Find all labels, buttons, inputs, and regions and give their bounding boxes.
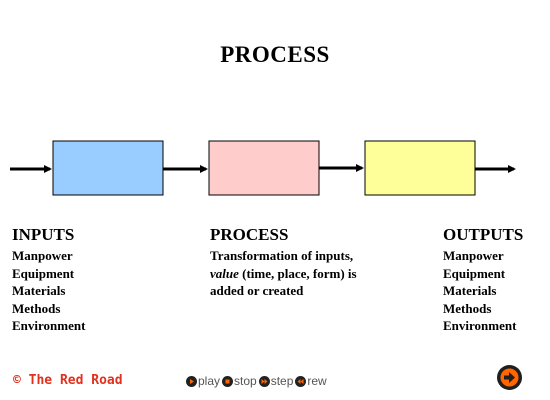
process-flow-diagram — [10, 140, 516, 196]
stop-icon — [222, 375, 234, 387]
slide-title: PROCESS — [220, 42, 330, 67]
play-button[interactable]: play — [186, 374, 220, 388]
process-description: Transformation of inputs, value (time, p… — [210, 247, 360, 300]
process-description-emphasis: value — [210, 265, 239, 281]
outputs-list: Manpower Equipment Materials Methods Env… — [443, 247, 516, 335]
stop-label: stop — [234, 374, 257, 388]
step-label: step — [270, 374, 294, 388]
outputs-item: Environment — [443, 318, 517, 334]
inputs-item: Environment — [12, 318, 86, 334]
rewind-label: rew — [307, 374, 327, 388]
process-description-text: (time, place, form) is added or created — [210, 265, 357, 299]
process-description-text: Transformation of inputs, — [210, 248, 354, 263]
inputs-heading: INPUTS — [12, 225, 75, 244]
brand-copyright: © The Red Road — [13, 373, 123, 388]
step-icon — [258, 375, 270, 387]
inputs-item: Manpower — [12, 248, 73, 263]
outputs-item: Equipment — [443, 265, 506, 281]
outputs-item: Materials — [443, 283, 497, 299]
play-label: play — [198, 374, 221, 388]
process-box — [208, 140, 320, 196]
arrow-right-icon — [500, 368, 519, 387]
output-box — [364, 140, 476, 196]
outputs-item: Methods — [443, 300, 492, 316]
inputs-item: Materials — [12, 283, 66, 299]
rewind-icon — [295, 375, 307, 387]
process-heading: PROCESS — [210, 225, 289, 244]
input-box — [52, 140, 164, 196]
outputs-heading: OUTPUTS — [443, 225, 524, 244]
inputs-item: Equipment — [12, 265, 75, 281]
play-icon — [186, 375, 197, 387]
inputs-list: Manpower Equipment Materials Methods Env… — [12, 247, 85, 335]
step-button[interactable]: step — [258, 374, 294, 388]
playback-controls: play stop step rew — [186, 374, 329, 388]
stop-button[interactable]: stop — [222, 374, 257, 388]
outputs-item: Manpower — [443, 248, 504, 263]
rewind-button[interactable]: rew — [295, 374, 327, 388]
next-slide-button[interactable] — [497, 365, 522, 390]
inputs-item: Methods — [12, 300, 61, 316]
